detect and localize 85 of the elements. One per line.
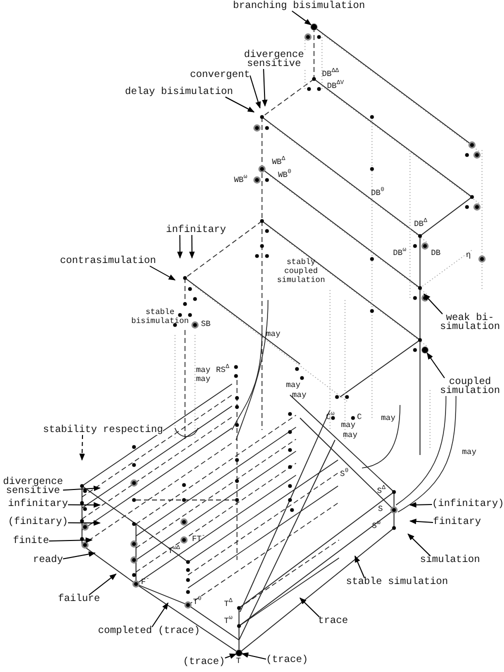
term-label: trace [318, 617, 348, 626]
term-label: η [466, 251, 471, 260]
arrow [62, 551, 96, 560]
term-label: finitary [433, 518, 482, 527]
term-label: may [381, 414, 396, 423]
term-label: may [462, 448, 476, 457]
term-label: DB [431, 249, 441, 258]
term-label: (infinitary) [432, 500, 504, 509]
term-label: (finitary) [8, 518, 68, 527]
term-label: T$^{Δ}$ [224, 600, 232, 609]
arrow [424, 293, 443, 314]
term-label: delay bisimulation [125, 88, 234, 97]
arrow [189, 234, 195, 259]
term-label: failure [58, 595, 100, 604]
arrow [262, 68, 268, 107]
term-label: stable simulation [346, 578, 448, 587]
term-label: stability respecting [43, 426, 164, 435]
term-label: may [343, 431, 358, 440]
term-label: infinitary [166, 226, 226, 235]
term-label: (trace) [183, 658, 226, 667]
arrow [48, 537, 93, 543]
term-label: WB$^{ω}$ [234, 176, 248, 185]
term-label: infinitary [8, 500, 68, 509]
arrow [409, 502, 432, 508]
arrow [354, 555, 365, 578]
arrow [250, 75, 261, 109]
arrow [292, 10, 312, 26]
arrow [408, 534, 431, 556]
term-label: RS$^{Δ}$ [216, 366, 230, 375]
term-label: stably coupled simulation [276, 258, 326, 285]
term-label: may [266, 330, 280, 339]
term-label: S [378, 505, 383, 514]
term-label: may [292, 391, 306, 400]
arrow [241, 652, 266, 660]
arrow [68, 520, 101, 526]
arrow [224, 654, 237, 659]
term-label: C [357, 413, 362, 422]
lattice-point [422, 347, 428, 353]
term-label: may [196, 366, 210, 375]
term-label: DB$^{ω}$ [393, 249, 406, 258]
term-label: may [341, 421, 356, 430]
term-label: T [236, 657, 241, 666]
term-label: SB [201, 320, 211, 329]
term-label: S$^{Δ}$ [377, 487, 386, 496]
term-label: contrasimulation [60, 257, 156, 266]
term-label: DB$^{ΔV}$ [327, 82, 344, 91]
arrow [79, 434, 85, 461]
arrow [152, 602, 168, 628]
term-label: coupled simulation [438, 378, 501, 396]
arrow [300, 598, 320, 618]
term-label: completed (trace) [98, 627, 200, 636]
term-label: DB$^{ΔΔ}$ [322, 70, 339, 79]
term-label: ready [33, 556, 64, 565]
term-label: S$^{0}$ [340, 470, 348, 479]
term-label: weak bi-simulation [438, 314, 501, 332]
term-label: T$^{ω}$ [224, 617, 232, 626]
term-label: F$^{-}$ [141, 578, 150, 587]
term-label: DB$^{0}$ [371, 189, 384, 198]
term-label: branching bisimulation [233, 2, 366, 11]
term-label: stable bisimulation [130, 308, 190, 326]
arrow [149, 266, 176, 280]
lattice-point [311, 24, 317, 30]
term-label: simulation [420, 556, 480, 565]
term-label: T$^{ωΔ}$ [168, 547, 180, 556]
term-label: WB$^{0}$ [278, 171, 292, 180]
term-label: may [286, 381, 300, 390]
term-label: C$^{ω}$ [326, 413, 334, 422]
term-label: T$^{0}$ [193, 598, 202, 607]
term-label: (trace) [266, 656, 308, 665]
term-label: DB$^{Δ}$ [414, 220, 428, 229]
term-label: convergent [190, 71, 250, 80]
term-label: divergence sensitive [3, 478, 63, 496]
lattice-point [236, 650, 242, 656]
term-label: FT$^{-}$ [192, 535, 206, 544]
arrow [88, 574, 117, 596]
term-label: finite [13, 537, 50, 546]
term-label: divergence sensitive [242, 51, 305, 69]
arrow [409, 518, 434, 524]
term-label: may [196, 375, 210, 384]
arrow [62, 486, 101, 492]
arrow [177, 234, 183, 259]
arrow [426, 352, 446, 378]
term-label: WB$^{Δ}$ [272, 158, 286, 167]
arrow [224, 96, 255, 112]
arrow [68, 502, 101, 508]
